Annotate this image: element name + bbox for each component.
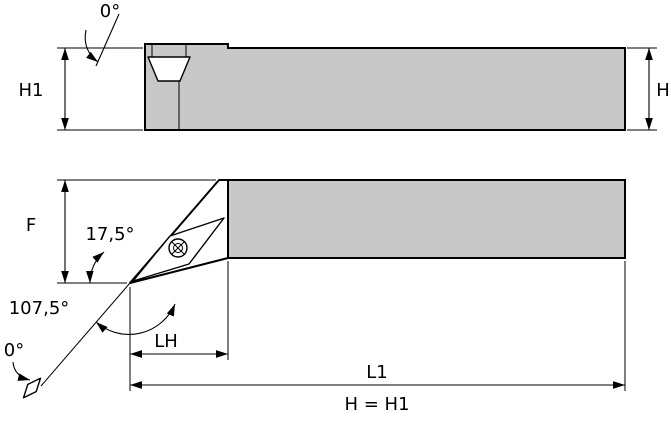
edge-extension-line — [40, 282, 131, 387]
insert-inclination-label: 0° — [4, 340, 24, 361]
f-dimension-label: F — [26, 215, 36, 236]
height-equation-label: H = H1 — [344, 394, 409, 415]
inclination-angle-arc — [84, 29, 99, 63]
top-view: 0° H1 H — [19, 1, 670, 131]
included-angle-label: 107,5° — [9, 298, 70, 319]
lh-dimension-label: LH — [154, 331, 178, 352]
insert-symbol — [22, 377, 42, 399]
lead-angle-arc — [85, 251, 105, 284]
inclination-reference-line — [95, 13, 120, 67]
clamp-screw-cross — [171, 241, 185, 255]
h-dimension-label: H — [656, 80, 670, 101]
clamp-wedge — [147, 56, 191, 82]
h1-dimension-label: H1 — [19, 80, 44, 101]
lead-angle-label: 17,5° — [85, 224, 134, 245]
shank-top-body — [227, 179, 626, 259]
included-angle-arc — [95, 303, 176, 335]
bottom-view: F 17,5° 107,5° 0° LH L1 H = H1 — [4, 179, 626, 415]
top-inclination-angle-label: 0° — [100, 1, 120, 22]
l1-dimension-label: L1 — [366, 362, 387, 383]
clamp-screw-center — [173, 243, 183, 253]
insert-inclination-arc — [12, 361, 31, 381]
shank-side-body — [144, 43, 626, 131]
